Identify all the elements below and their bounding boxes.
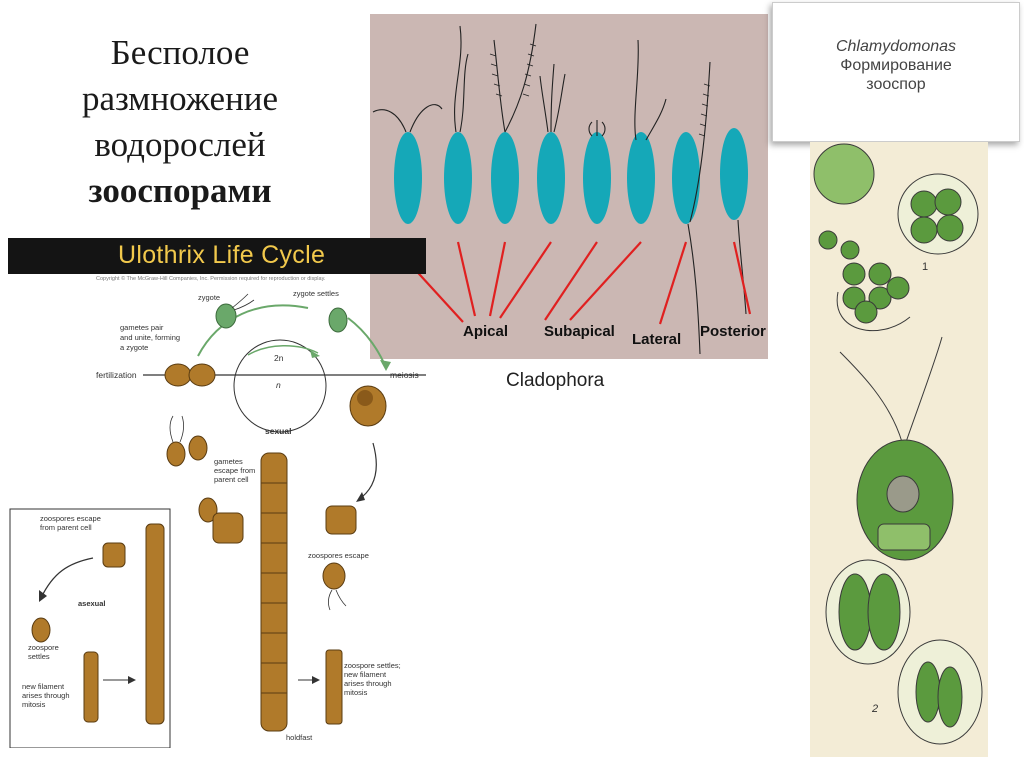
cell-5 (583, 132, 611, 224)
lbl-sexual: sexual (265, 426, 291, 436)
flagella-types-diagram: Apical Subapical Lateral Posterior (370, 14, 768, 359)
label-posterior: Posterior (700, 323, 766, 340)
lbl-zoospore-settles-right-3: arises through (344, 679, 392, 688)
ulothrix-life-cycle: Ulothrix Life Cycle Copyright © The McGr… (8, 238, 426, 748)
green-arrow-top (197, 304, 309, 357)
lbl-zoospore-settles-right-2: new filament (344, 670, 387, 679)
lbl-meiosis: meiosis (390, 370, 419, 380)
chlamy-line-2: Формирование (840, 57, 952, 74)
lbl-gametes-escape-1: gametes (214, 457, 243, 466)
cell-6 (627, 132, 655, 224)
ulothrix-title: Ulothrix Life Cycle (118, 241, 326, 269)
lbl-holdfast: holdfast (286, 733, 313, 742)
lbl-new-filament-3: mitosis (22, 700, 46, 709)
gametangium-cell (325, 505, 357, 535)
lbl-zoospores-escape-parent-1: zoospores escape (40, 514, 101, 523)
cell-3 (491, 132, 519, 224)
ulothrix-diagram: zygote zygote settles gametes pair and u… (9, 289, 426, 748)
zygote-cell (215, 303, 237, 329)
chlamy-sporangium-1 (897, 173, 979, 255)
lbl-gametes-escape-2: escape from (214, 466, 255, 475)
lbl-2n: 2n (274, 353, 284, 363)
title-line-2: размножение (81, 79, 279, 118)
slide-title: Бесполое размножение водорослей зооспора… (30, 30, 330, 214)
title-line-1: Бесполое (110, 33, 250, 72)
lbl-gametes-escape-3: parent cell (214, 475, 249, 484)
lbl-zoospore-settles-2: settles (28, 652, 50, 661)
cell-4 (537, 132, 565, 224)
asexual-filament (145, 523, 165, 725)
lbl-new-filament-2: arises through (22, 691, 70, 700)
title-line-4: зооспорами (88, 171, 272, 210)
tinsel-hairs (489, 43, 711, 137)
label-lateral: Lateral (632, 331, 681, 348)
cell-8 (720, 128, 748, 220)
lbl-fertilization: fertilization (96, 370, 137, 380)
gamete-right (188, 363, 216, 387)
chlamydomonas-caption-box: Chlamydomonas Формирование зооспор (772, 2, 1020, 142)
chlamy-fig-1: 1 (922, 261, 928, 273)
gamete-parent-cell (212, 512, 244, 544)
zygote-settled-cell (328, 307, 348, 333)
chlamy-line-1: Chlamydomonas (835, 38, 957, 55)
lbl-gametes-pair-3: a zygote (120, 343, 148, 352)
lbl-zoospore-settles-right-1: zoospore settles; (344, 661, 401, 670)
lbl-zoospores-escape: zoospores escape (308, 551, 369, 560)
cladophora-caption: Cladophora (506, 370, 605, 391)
lbl-zoospores-escape-parent-2: from parent cell (40, 523, 92, 532)
chlamydomonas-diagram: 1 2 (810, 142, 988, 757)
gamete-left (164, 363, 192, 387)
cell-1 (394, 132, 422, 224)
label-apical: Apical (463, 323, 508, 340)
lbl-gametes-pair-1: gametes pair (120, 323, 164, 332)
zoospore-cell (322, 562, 346, 590)
lbl-n: n (276, 380, 281, 390)
new-filament-right (325, 649, 343, 725)
chlamy-fig-2: 2 (871, 703, 878, 715)
lbl-asexual: asexual (78, 599, 106, 608)
ulothrix-copyright: Copyright © The McGraw-Hill Companies, I… (96, 276, 326, 282)
ploidy-circle (233, 339, 327, 433)
label-leader-lines (409, 241, 752, 325)
chlamy-line-3: зооспор (866, 76, 926, 93)
flagella-background (370, 14, 768, 359)
lbl-new-filament-1: new filament (22, 682, 65, 691)
lbl-zygote: zygote (198, 293, 220, 302)
ulothrix-header (8, 238, 426, 274)
chlamy-cell-1 (813, 143, 875, 205)
flagella-strands (372, 23, 747, 355)
title-line-3: водорослей (94, 125, 266, 164)
lbl-zygote-settles: zygote settles (293, 289, 339, 298)
flagellate-cells (394, 128, 748, 224)
lbl-zoospore-settles-1: zoospore (28, 643, 59, 652)
lbl-gametes-pair-2: and unite, forming (120, 333, 180, 342)
lbl-zoospore-settles-right-4: mitosis (344, 688, 368, 697)
label-subapical: Subapical (544, 323, 615, 340)
flagella-labels: Apical Subapical Lateral Posterior (463, 323, 766, 348)
central-filament (260, 452, 288, 732)
cell-7 (672, 132, 700, 224)
cell-2 (444, 132, 472, 224)
